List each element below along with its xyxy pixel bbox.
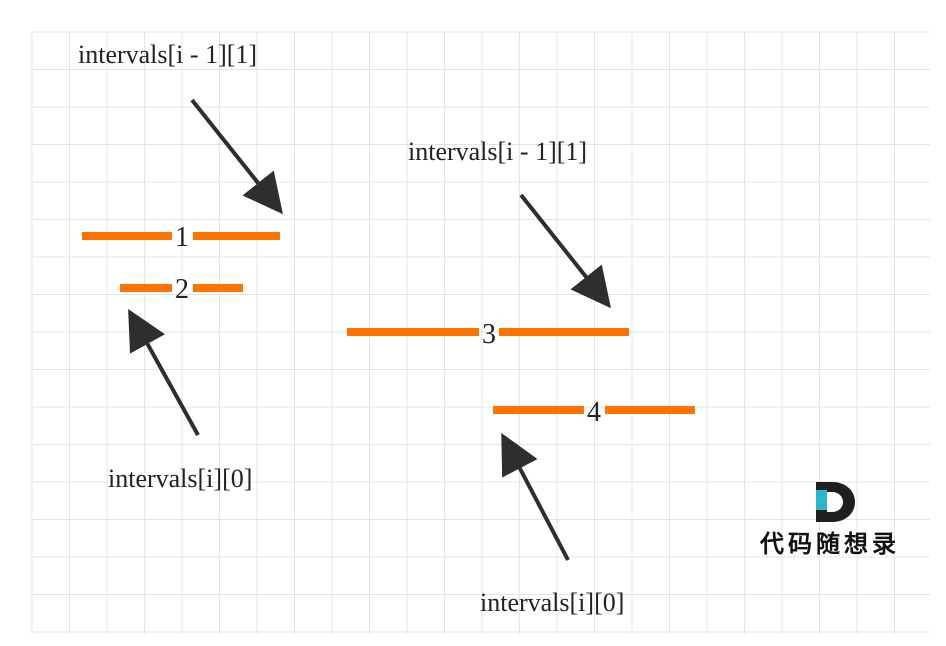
label-prev-end-left: intervals[i - 1][1] xyxy=(78,40,257,69)
arrow-curr-start-right xyxy=(501,432,570,561)
logo-text: 代码随想录 xyxy=(759,529,900,558)
interval-1: 1 xyxy=(82,222,280,253)
interval-2-number: 2 xyxy=(175,274,189,305)
arrow-prev-end-left xyxy=(190,98,283,215)
label-prev-end-right: intervals[i - 1][1] xyxy=(408,137,587,166)
label-curr-start-right: intervals[i][0] xyxy=(480,588,624,617)
interval-4: 4 xyxy=(493,397,695,428)
watermark-logo: 代码随想录 xyxy=(759,482,900,558)
interval-3: 3 xyxy=(347,319,629,350)
interval-1-number: 1 xyxy=(175,222,189,253)
letter-d-logo-icon xyxy=(816,482,855,522)
interval-3-number: 3 xyxy=(482,319,496,350)
arrow-curr-start-left xyxy=(128,309,200,436)
interval-4-number: 4 xyxy=(587,397,601,428)
arrow-prev-end-right xyxy=(519,193,611,309)
label-curr-start-left: intervals[i][0] xyxy=(108,464,252,493)
interval-2: 2 xyxy=(120,274,243,305)
